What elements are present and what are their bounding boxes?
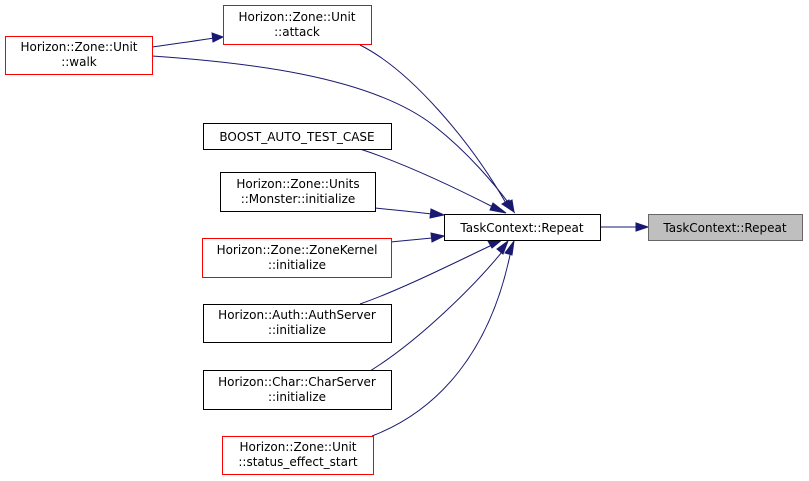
node-status-effect-start-line1: Horizon::Zone::Unit xyxy=(239,440,356,454)
edge-walk-to-attack xyxy=(151,32,225,48)
node-taskcontext-repeat-current: TaskContext::Repeat xyxy=(648,214,803,241)
node-monster-initialize-line1: Horizon::Zone::Units xyxy=(236,177,359,191)
node-boost-auto-test-case[interactable]: BOOST_AUTO_TEST_CASE xyxy=(203,123,392,150)
edge-attack-to-repeat xyxy=(359,44,516,214)
node-unit-walk-line2: ::walk xyxy=(61,55,97,69)
node-monster-initialize[interactable]: Horizon::Zone::Units ::Monster::initiali… xyxy=(220,172,376,212)
node-charserver-initialize[interactable]: Horizon::Char::CharServer ::initialize xyxy=(203,370,392,410)
node-zonekernel-initialize[interactable]: Horizon::Zone::ZoneKernel ::initialize xyxy=(202,238,392,278)
node-charserver-initialize-line2: ::initialize xyxy=(268,390,326,404)
node-boost-auto-test-case-label: BOOST_AUTO_TEST_CASE xyxy=(219,130,374,144)
edge-status-to-repeat xyxy=(371,240,515,437)
node-zonekernel-initialize-line1: Horizon::Zone::ZoneKernel xyxy=(217,243,378,257)
node-charserver-initialize-line1: Horizon::Char::CharServer xyxy=(218,375,376,389)
edge-repeat-to-target xyxy=(601,222,650,232)
node-unit-attack-line1: Horizon::Zone::Unit xyxy=(238,10,355,24)
edge-boost-to-repeat xyxy=(359,148,507,214)
edge-monster-to-repeat xyxy=(374,207,446,219)
node-authserver-initialize-line2: ::initialize xyxy=(268,323,326,337)
node-taskcontext-repeat-current-label: TaskContext::Repeat xyxy=(662,221,787,235)
node-status-effect-start-line2: ::status_effect_start xyxy=(238,455,358,469)
node-authserver-initialize[interactable]: Horizon::Auth::AuthServer ::initialize xyxy=(203,304,392,343)
node-authserver-initialize-line1: Horizon::Auth::AuthServer xyxy=(218,308,376,322)
node-unit-walk[interactable]: Horizon::Zone::Unit ::walk xyxy=(5,36,153,75)
node-unit-attack-line2: ::attack xyxy=(274,25,320,39)
node-unit-walk-line1: Horizon::Zone::Unit xyxy=(20,40,137,54)
node-taskcontext-repeat-label: TaskContext::Repeat xyxy=(459,221,584,235)
node-monster-initialize-line2: ::Monster::initialize xyxy=(241,192,356,206)
node-zonekernel-initialize-line2: ::initialize xyxy=(268,258,326,272)
node-status-effect-start[interactable]: Horizon::Zone::Unit ::status_effect_star… xyxy=(222,436,374,475)
edge-charserver-to-repeat xyxy=(369,239,510,372)
node-taskcontext-repeat[interactable]: TaskContext::Repeat xyxy=(444,214,601,241)
node-unit-attack[interactable]: Horizon::Zone::Unit ::attack xyxy=(223,5,372,45)
